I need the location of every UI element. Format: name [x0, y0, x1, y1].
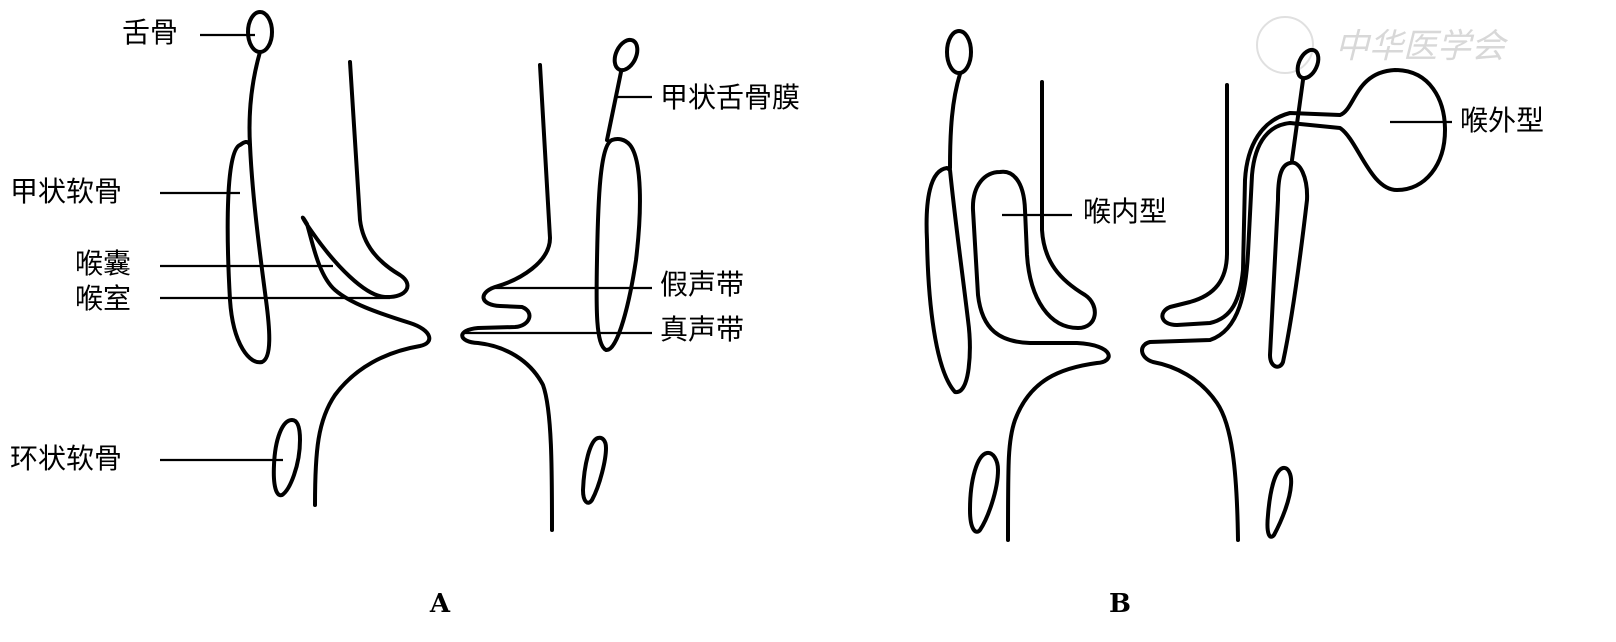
- label-thyrohyoid-membrane: 甲状舌骨膜: [660, 81, 800, 114]
- laryngeal-wall-right-b-with-external-saccule: [1140, 68, 1447, 542]
- panel-label-b: B: [1109, 589, 1131, 619]
- label-hyoid: 舌骨: [122, 16, 178, 49]
- laryngeal-wall-left-a: [300, 60, 432, 507]
- thyroid-cartilage-left-a: [225, 140, 272, 365]
- hyoid-left-a: [246, 10, 274, 54]
- hyoid-left-b: [945, 29, 973, 75]
- watermark-seal: [1256, 16, 1314, 74]
- label-laryngeal-ventricle: 喉室: [75, 282, 131, 315]
- cricoid-cartilage-left-a: [271, 418, 302, 498]
- panel-a: 舌骨 甲状软骨 喉囊 喉室 环状软骨 甲状舌骨膜 假声带 真声带 A: [10, 10, 800, 619]
- thyroid-cartilage-right-b: [1268, 160, 1310, 369]
- watermark-text: 中华医学会: [1335, 27, 1509, 67]
- thyrohyoid-membrane-right-a: [605, 70, 623, 142]
- label-external-type: 喉外型: [1460, 104, 1544, 137]
- panel-b: 喉内型 喉外型 B: [924, 29, 1544, 619]
- cricoid-cartilage-right-b: [1265, 465, 1294, 539]
- hyoid-right-a: [612, 37, 640, 73]
- laryngeal-wall-left-b: [970, 80, 1111, 542]
- thyroid-cartilage-left-b: [924, 166, 972, 394]
- cricoid-cartilage-left-b: [968, 450, 1000, 534]
- hyoid-right-b: [1295, 47, 1321, 81]
- label-laryngeal-saccule: 喉囊: [75, 247, 131, 280]
- label-internal-type: 喉内型: [1083, 195, 1167, 228]
- thyrohyoid-membrane-left-b: [948, 72, 962, 170]
- thyrohyoid-membrane-right-b: [1290, 78, 1305, 162]
- laryngeal-wall-right-a: [460, 63, 554, 532]
- label-thyroid-cartilage: 甲状软骨: [10, 175, 122, 208]
- cricoid-cartilage-right-a: [581, 435, 608, 505]
- panel-label-a: A: [429, 589, 451, 619]
- thyrohyoid-membrane-left-a: [247, 50, 262, 147]
- label-cricoid-cartilage: 环状软骨: [10, 442, 122, 475]
- label-true-vocal-cord: 真声带: [660, 313, 744, 346]
- label-false-vocal-cord: 假声带: [660, 268, 744, 301]
- thyroid-cartilage-right-a: [594, 137, 642, 352]
- watermark: 中华医学会: [1256, 16, 1509, 74]
